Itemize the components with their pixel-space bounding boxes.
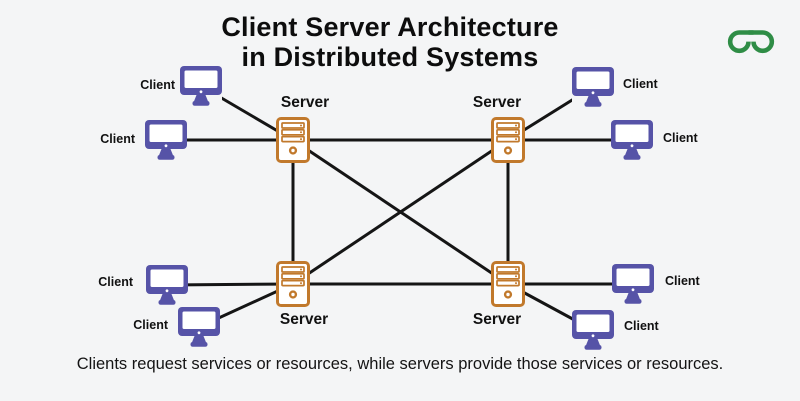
client-label: Client <box>663 131 698 145</box>
server-label: Server <box>280 94 330 111</box>
page-title: Client Server Architecture in Distribute… <box>0 12 780 72</box>
server-tower-icon <box>276 261 310 307</box>
client-label: Client <box>623 77 658 91</box>
client-label: Client <box>624 319 659 333</box>
server-label: Server <box>472 311 522 328</box>
client-label: Client <box>133 318 168 332</box>
server-label: Server <box>279 311 329 328</box>
client-label: Client <box>100 132 135 146</box>
client-monitor-icon <box>146 265 188 305</box>
client-monitor-icon <box>611 120 653 160</box>
client-monitor-icon <box>572 310 614 350</box>
caption-text: Clients request services or resources, w… <box>76 355 724 373</box>
server-tower-icon <box>491 261 525 307</box>
client-monitor-icon <box>180 66 222 106</box>
client-label: Client <box>665 274 700 288</box>
client-monitor-icon <box>612 264 654 304</box>
page-title-line1: Client Server Architecture <box>221 12 559 42</box>
server-tower-icon <box>491 117 525 163</box>
server-label: Server <box>472 94 522 111</box>
server-tower-icon <box>276 117 310 163</box>
client-label: Client <box>140 78 175 92</box>
client-label: Client <box>98 275 133 289</box>
client-monitor-icon <box>145 120 187 160</box>
client-monitor-icon <box>572 67 614 107</box>
page-title-line2: in Distributed Systems <box>241 42 539 72</box>
geeksforgeeks-logo-icon <box>726 22 776 63</box>
connection-line <box>166 282 294 287</box>
connection-line <box>292 138 509 286</box>
client-monitor-icon <box>178 307 220 347</box>
